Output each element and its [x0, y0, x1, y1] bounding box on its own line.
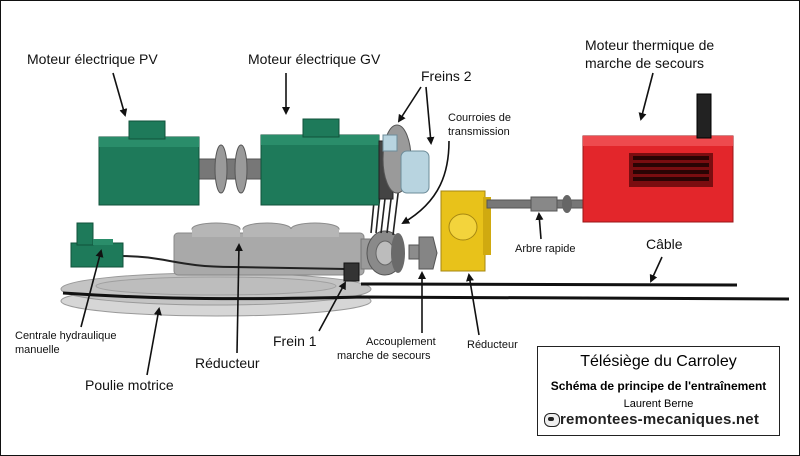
motor-pv [98, 120, 200, 206]
label-accouplement-1: Accouplement [366, 336, 436, 348]
thermal-engine [582, 93, 734, 223]
motor-gv [260, 118, 394, 206]
site-logo-icon [544, 413, 560, 427]
hydraulic-line [120, 255, 347, 270]
label-courroies-2: transmission [448, 126, 510, 138]
haul-cable [62, 282, 790, 301]
label-moteur-gv: Moteur électrique GV [248, 51, 381, 67]
hydraulic-unit [70, 222, 124, 268]
label-courroies-1: Courroies de [448, 112, 511, 124]
label-reducteur-main: Réducteur [195, 355, 260, 371]
brakes-2 [382, 124, 430, 194]
leader-arrows [80, 72, 663, 376]
fast-shaft [486, 195, 586, 213]
label-poulie-motrice: Poulie motrice [85, 377, 174, 393]
main-reducer [173, 222, 376, 276]
backup-reducer [440, 190, 491, 272]
coupling-discs [214, 144, 248, 194]
drive-pulleys [366, 230, 438, 276]
label-moteur-thermique-2: marche de secours [585, 55, 705, 71]
label-accouplement-2: marche de secours [337, 350, 431, 362]
title-block-author: Laurent Berne [623, 398, 694, 410]
motor-shaft [190, 158, 272, 180]
label-moteur-pv: Moteur électrique PV [27, 51, 158, 67]
label-arbre-rapide: Arbre rapide [515, 243, 576, 255]
label-moteur-thermique-1: Moteur thermique de [585, 37, 715, 53]
label-freins-2: Freins 2 [421, 68, 472, 84]
label-frein-1: Frein 1 [273, 333, 317, 349]
brake-1 [343, 262, 360, 282]
title-block-title: Télésiège du Carroley [580, 353, 737, 370]
title-block-subtitle: Schéma de principe de l'entraînement [550, 379, 767, 393]
title-block-site: remontees-mecaniques.net [560, 411, 760, 428]
label-reducteur-secours: Réducteur [467, 339, 518, 351]
label-centrale-2: manuelle [15, 344, 60, 356]
label-centrale-1: Centrale hydraulique [15, 330, 117, 342]
label-cable: Câble [646, 236, 683, 252]
title-block: Télésiège du Carroley Schéma de principe… [537, 346, 780, 436]
